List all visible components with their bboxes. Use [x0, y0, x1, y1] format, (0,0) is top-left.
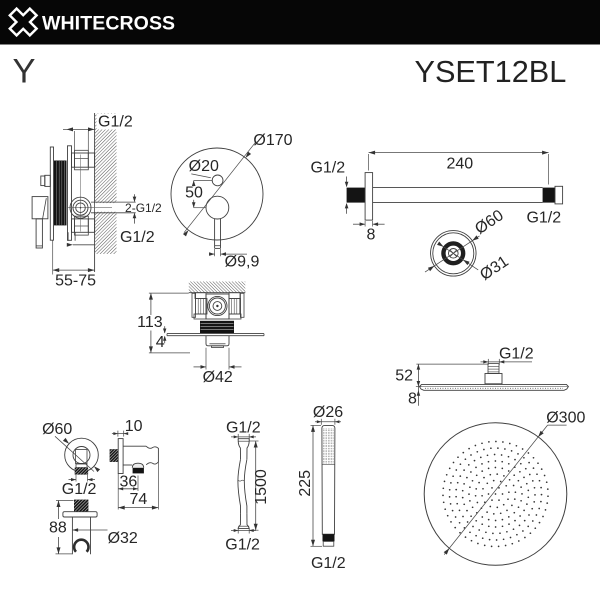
svg-text:G1/2: G1/2 [226, 420, 261, 437]
svg-text:50: 50 [185, 185, 203, 202]
svg-text:74: 74 [130, 491, 148, 508]
svg-text:4: 4 [156, 334, 165, 351]
svg-text:Ø60: Ø60 [42, 421, 72, 438]
svg-text:1500: 1500 [253, 469, 270, 505]
svg-text:113: 113 [137, 314, 163, 331]
svg-text:Ø60: Ø60 [472, 207, 507, 238]
svg-text:Ø31: Ø31 [477, 253, 512, 284]
svg-text:36: 36 [120, 473, 138, 490]
svg-text:G1/2: G1/2 [311, 555, 346, 572]
svg-text:8: 8 [366, 227, 375, 244]
svg-text:G1/2: G1/2 [120, 229, 155, 246]
svg-text:Ø42: Ø42 [203, 369, 233, 386]
svg-text:Ø170: Ø170 [253, 132, 292, 149]
svg-text:Ø26: Ø26 [313, 404, 343, 421]
svg-text:YSET12BL: YSET12BL [415, 54, 567, 89]
svg-text:Y: Y [13, 52, 36, 90]
svg-text:8: 8 [408, 391, 417, 408]
svg-text:Ø20: Ø20 [189, 158, 219, 175]
svg-text:Ø32: Ø32 [108, 530, 138, 547]
svg-text:225: 225 [297, 470, 314, 497]
svg-text:G1/2: G1/2 [526, 210, 561, 227]
svg-text:G1/2: G1/2 [225, 537, 260, 554]
svg-text:WHITECROSS: WHITECROSS [42, 13, 175, 35]
svg-text:10: 10 [125, 418, 143, 435]
svg-text:G1/2: G1/2 [62, 481, 97, 498]
svg-text:240: 240 [446, 156, 473, 173]
svg-text:G1/2: G1/2 [310, 160, 345, 177]
svg-text:G1/2: G1/2 [499, 346, 534, 363]
svg-text:52: 52 [395, 367, 413, 384]
svg-text:G1/2: G1/2 [98, 113, 133, 130]
svg-text:Ø300: Ø300 [546, 410, 585, 427]
svg-text:88: 88 [49, 520, 67, 537]
svg-text:2-G1/2: 2-G1/2 [125, 201, 162, 215]
svg-text:55-75: 55-75 [55, 273, 96, 290]
svg-text:Ø9,9: Ø9,9 [225, 254, 260, 271]
